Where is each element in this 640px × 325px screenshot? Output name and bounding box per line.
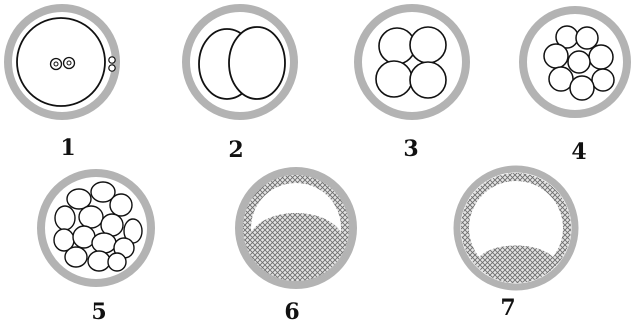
blastomere (55, 206, 75, 230)
blastomere (544, 44, 568, 68)
blastomere (410, 27, 446, 63)
blastomere (79, 206, 103, 228)
stage-number-2: 2 (228, 137, 243, 163)
blastomere (229, 27, 285, 99)
stage-number-7: 7 (500, 295, 515, 321)
stage-7-late-blastocyst (457, 169, 575, 287)
blastomere (570, 76, 594, 100)
blastomere (108, 253, 126, 271)
blastomere (576, 27, 598, 49)
blastomere (568, 51, 590, 73)
stage-3-four-cell (358, 8, 466, 116)
blastomere (376, 61, 412, 97)
zona-pellucida (358, 8, 466, 116)
stage-number-5: 5 (91, 299, 106, 325)
blastomere (589, 45, 613, 69)
blastomere (592, 69, 614, 91)
stage-4-eight-cell (523, 10, 627, 114)
blastomere (410, 62, 446, 98)
stage-number-6: 6 (284, 299, 299, 325)
stage-number-3: 3 (403, 136, 418, 162)
stage-5-morula (41, 173, 151, 283)
stage-1-zygote (8, 8, 116, 116)
blastomere (88, 251, 110, 271)
stage-number-1: 1 (60, 135, 75, 161)
blastomere (65, 247, 87, 267)
stage-2-two-cell (186, 8, 294, 116)
blastomere (92, 233, 116, 253)
stage-number-4: 4 (571, 139, 586, 165)
stage-6-early-blastocyst (239, 171, 353, 285)
blastomere (110, 194, 132, 216)
